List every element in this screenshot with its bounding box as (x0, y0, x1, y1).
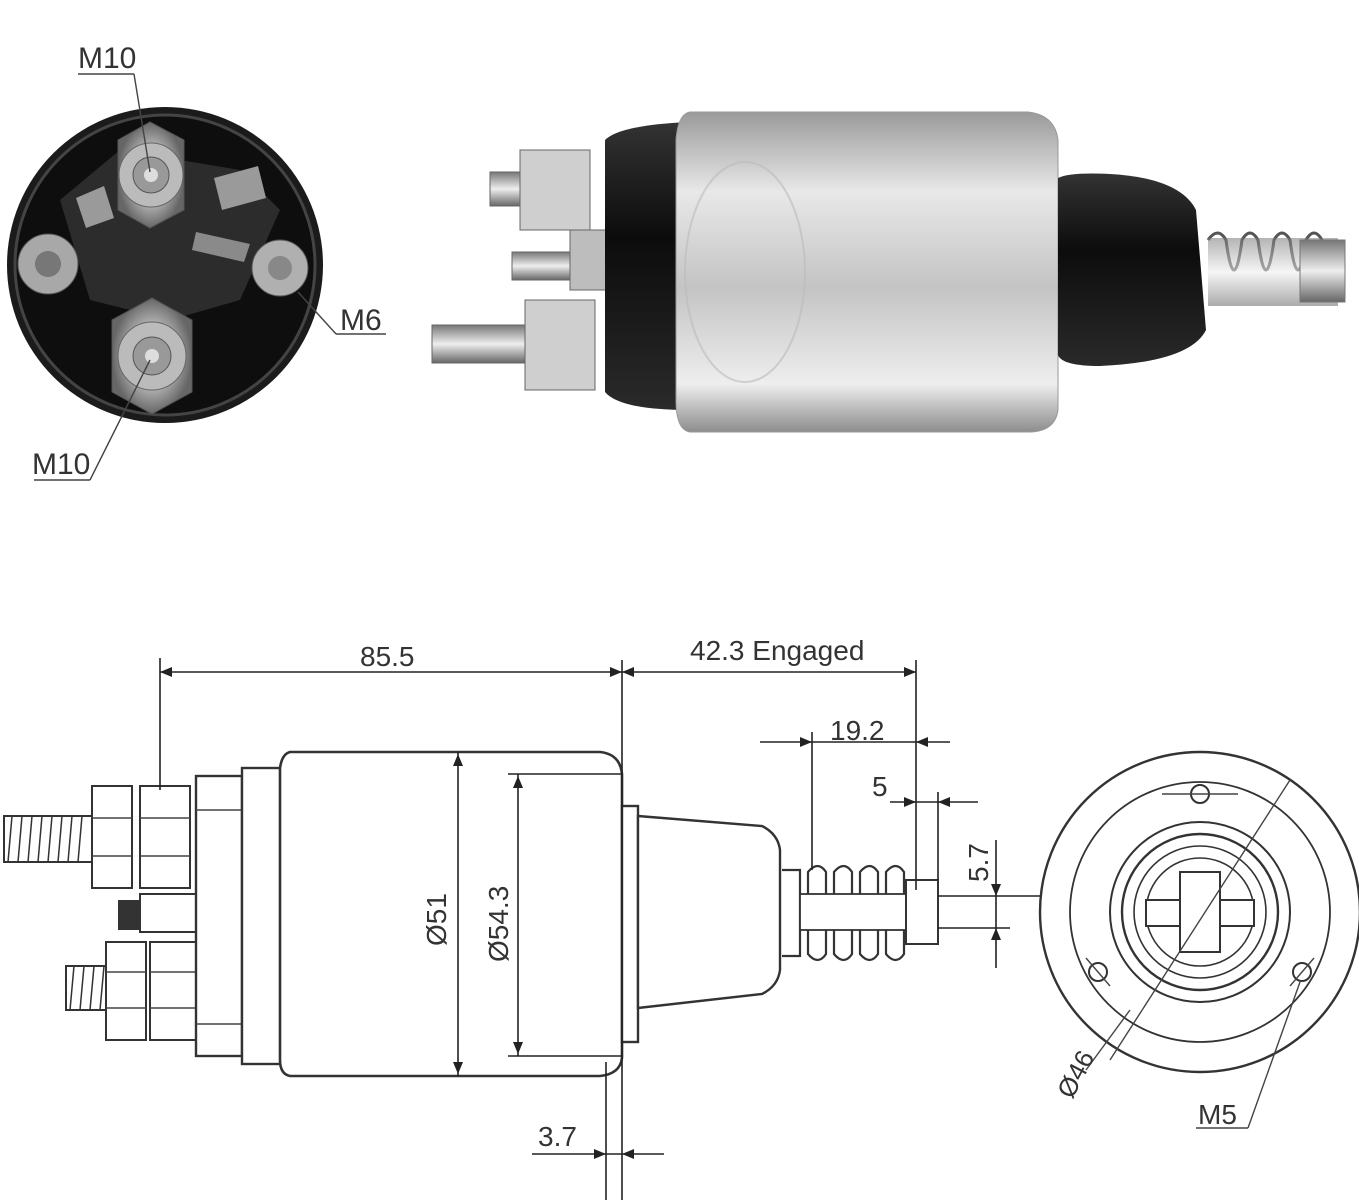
dim-plunger-dia (938, 840, 1040, 968)
top-terminal-label: M10 (78, 42, 136, 75)
mount-screw-leader (1247, 981, 1301, 1129)
plunger-dia-label: 5.7 (963, 843, 994, 882)
dim-plunger-tip (890, 792, 978, 880)
overall-length-label: 85.5 (360, 641, 415, 672)
dim-overall-length (159, 658, 623, 1200)
technical-side-view (3, 750, 939, 1078)
dim-flange-dia (508, 773, 622, 1057)
flange-dia-label: Ø54.3 (483, 886, 514, 962)
plunger-tip-label: 5 (872, 771, 888, 802)
body-dia-label: Ø51 (421, 893, 452, 946)
mount-dia-leader (1085, 1009, 1131, 1071)
bottom-terminal-label: M10 (32, 448, 90, 481)
side-terminal-leader (297, 291, 337, 335)
dim-flange-thickness (532, 1062, 664, 1200)
side-view-photo (431, 111, 1346, 433)
technical-end-view (1038, 750, 1359, 1074)
dim-engaged (622, 660, 917, 890)
plunger-length-label: 19.2 (830, 715, 885, 746)
dim-body-dia (453, 752, 463, 1076)
side-terminal-label: M6 (340, 304, 382, 337)
flange-thickness-label: 3.7 (538, 1121, 577, 1152)
engaged-label: 42.3 Engaged (690, 635, 864, 666)
bottom-terminal-leader (89, 359, 151, 481)
mount-screw-label: M5 (1198, 1099, 1237, 1130)
end-view-photo (7, 107, 323, 423)
mount-dia-label: Ø46 (1051, 1045, 1101, 1102)
dim-plunger-length (760, 732, 950, 870)
top-terminal-leader-angle (133, 73, 151, 173)
